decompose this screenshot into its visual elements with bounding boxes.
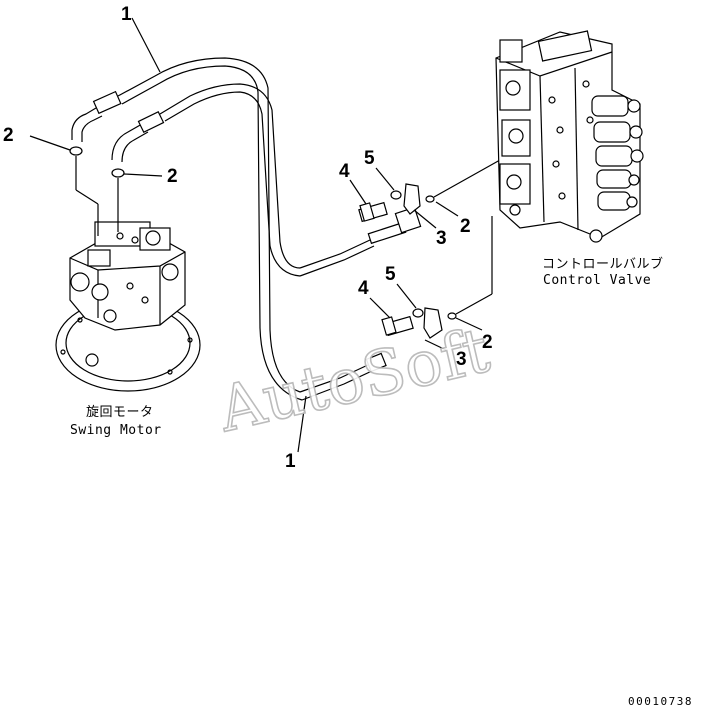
callout-tube-top: 1 [121,4,132,25]
callout-oring-motor-left: 2 [3,125,14,146]
control-valve-caption-en: Control Valve [543,273,651,288]
callout-flange-lower: 3 [456,349,467,370]
callout-oring-motor-right: 2 [167,166,178,187]
hydraulic-tube-inner [111,83,422,277]
callout-oring-valve-lower: 2 [482,332,493,353]
flange-upper [403,183,421,215]
hydraulic-tube-outer [71,57,387,401]
washer-lower [412,308,424,318]
document-number: 00010738 [628,695,693,708]
swing-motor [55,221,201,392]
control-valve [495,30,644,243]
watermark: AutoSoft [211,313,496,446]
callout-flange-upper: 3 [436,228,447,249]
callout-washer-upper: 5 [364,148,375,169]
swing-motor-caption-jp: 旋回モータ [86,405,154,420]
oring-motor-right [111,168,125,178]
oring-valve-upper [425,195,435,203]
lower-fitting-set [381,216,493,351]
flange-lower [423,307,443,339]
control-valve-caption-jp: コントロールバルブ [542,256,664,272]
swing-motor-caption-en: Swing Motor [70,423,162,438]
valve-spools [591,95,644,211]
callout-oring-valve-upper: 2 [460,216,471,237]
callout-washer-lower: 5 [385,264,396,285]
oring-valve-lower [447,312,457,320]
callout-tube-bottom: 1 [285,451,296,472]
upper-fitting-set [358,159,501,223]
washer-upper [390,190,402,200]
callout-bolt-upper: 4 [339,161,350,182]
callout-bolt-lower: 4 [358,278,369,299]
oring-motor-left [69,146,83,156]
